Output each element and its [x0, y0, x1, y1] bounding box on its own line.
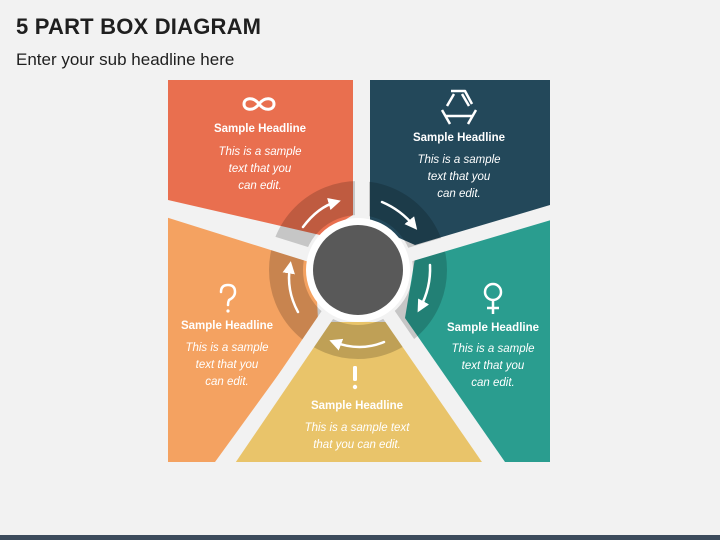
segment-headline: Sample Headline — [413, 132, 505, 144]
segment-headline: Sample Headline — [447, 322, 539, 334]
segment-headline: Sample Headline — [311, 400, 403, 412]
arrow-top-right — [380, 200, 418, 230]
segment-text-line: can edit. — [471, 377, 514, 389]
page-title: 5 PART BOX DIAGRAM — [16, 14, 262, 39]
arrow-top-left — [301, 197, 341, 229]
segment-text-line: text that you — [428, 171, 491, 183]
recycle-icon — [440, 89, 478, 125]
exclamation-icon — [352, 366, 358, 390]
segment-panel-right[interactable] — [405, 216, 550, 462]
female-symbol-icon — [483, 282, 503, 314]
segment-text-line: text that you — [462, 360, 525, 372]
question-mark-icon — [219, 283, 237, 313]
segment-text-line: can edit. — [205, 376, 248, 388]
cycle-arrows — [282, 197, 432, 351]
segment-text-line: can edit. — [437, 188, 480, 200]
segment-text-line: This is a sample — [218, 146, 301, 158]
segment-panel-left[interactable] — [168, 215, 318, 462]
segment-panel-bottom[interactable] — [230, 322, 488, 462]
segment-text-line: text that you — [229, 163, 292, 175]
segment-panel-top-right[interactable] — [370, 80, 550, 245]
center-circle[interactable] — [313, 225, 403, 315]
segment-text-line: This is a sample — [185, 342, 268, 354]
footer-bar — [0, 535, 720, 540]
segment-panel-top-left[interactable] — [168, 80, 353, 235]
segment-text-line: This is a sample text — [305, 422, 411, 434]
page-subtitle: Enter your sub headline here — [16, 50, 235, 69]
segment-headline: Sample Headline — [214, 123, 306, 135]
segment-text-line: This is a sample — [451, 343, 534, 355]
segment-text-line: This is a sample — [417, 154, 500, 166]
arrow-bottom — [329, 338, 386, 351]
arrow-right — [417, 263, 432, 313]
segment-text-line: that you can edit. — [313, 439, 401, 451]
segment-headline: Sample Headline — [181, 320, 273, 332]
infinity-icon — [242, 97, 276, 111]
arrow-left — [282, 261, 300, 314]
segment-text-line: text that you — [196, 359, 259, 371]
segment-text-line: can edit. — [238, 180, 281, 192]
